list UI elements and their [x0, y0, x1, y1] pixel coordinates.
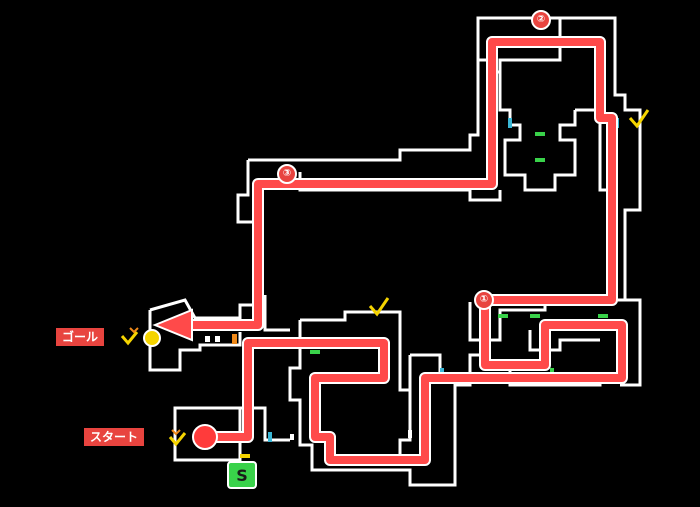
check-icon — [628, 109, 650, 129]
door-orange — [232, 334, 237, 344]
checkmarks — [120, 109, 650, 447]
door-green — [535, 158, 545, 162]
waypoint-1-icon: ① — [474, 290, 494, 310]
goal-marker-icon — [143, 329, 161, 347]
waypoint-3-icon: ③ — [277, 164, 297, 184]
door-white — [205, 336, 210, 342]
door-green — [498, 314, 508, 318]
svg-text:S: S — [236, 466, 248, 485]
door-green — [598, 314, 608, 318]
door-green — [530, 314, 540, 318]
goal-label: ゴール — [56, 328, 105, 346]
start-label: スタート — [84, 428, 145, 446]
door-white — [408, 430, 412, 438]
door-green — [310, 350, 320, 354]
door-green — [535, 132, 545, 136]
waypoint-2-icon: ② — [531, 10, 551, 30]
check-icon — [168, 432, 187, 447]
chevron-down-icon — [171, 429, 181, 436]
doors — [205, 118, 619, 458]
check-icon — [368, 297, 390, 317]
door-yellow — [240, 454, 250, 458]
start-marker-icon — [192, 424, 218, 450]
door-white — [215, 336, 220, 342]
door-white — [290, 434, 294, 440]
door-cyan — [508, 118, 512, 128]
door-cyan — [268, 432, 272, 442]
shop-icon: S — [227, 461, 257, 489]
chevron-down-icon — [129, 327, 139, 334]
check-icon — [120, 331, 139, 346]
map-walls — [148, 16, 642, 487]
route — [152, 36, 628, 466]
route-arrowhead-icon — [152, 308, 193, 342]
